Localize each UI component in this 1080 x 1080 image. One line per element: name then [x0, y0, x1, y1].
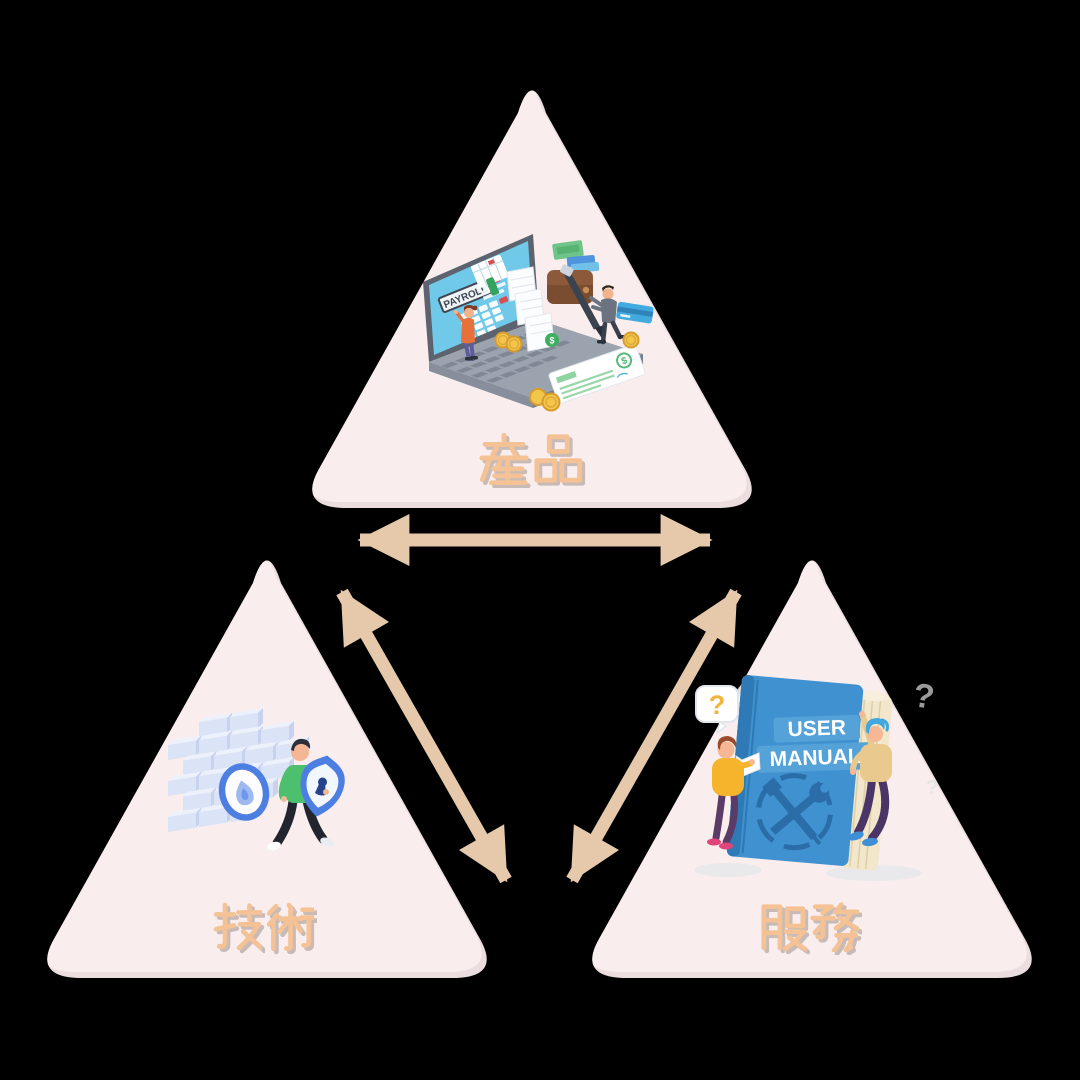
node-label-technology: 技術 [212, 902, 314, 952]
ground-shadow [826, 865, 922, 881]
receipt-icon [506, 266, 555, 352]
glyph-wu [810, 902, 859, 952]
shield-icon [300, 755, 345, 817]
person-left-figure: ? [695, 685, 761, 850]
businessman-pen-figure [560, 264, 627, 345]
glyph-pin [534, 434, 583, 483]
faint-question-mark: ? [926, 777, 938, 799]
tools-emblem-icon [755, 773, 833, 851]
glyph-fu [761, 904, 807, 952]
svg-text:$: $ [549, 336, 554, 346]
firewall-illustration [168, 707, 345, 851]
glyph-shu [266, 902, 314, 952]
payroll-illustration: PAYROLL [423, 234, 654, 412]
node-label-product: 產品 [478, 433, 584, 485]
node-label-service: 服務 [757, 902, 859, 952]
woman-figure [454, 305, 478, 361]
svg-text:?: ? [709, 690, 726, 720]
dollar-badge-icon: $ [545, 333, 559, 347]
glyph-ji [213, 902, 262, 951]
man-with-shield-figure [267, 738, 345, 851]
faint-question-mark: ? [911, 676, 937, 717]
user-manual-illustration: ? ? ? USER MANUAL [694, 673, 938, 881]
svg-text:$: $ [620, 355, 629, 367]
wallet-money-icon [547, 240, 600, 304]
person-right-figure [848, 711, 892, 847]
glyph-chan [479, 433, 529, 485]
check-icon: $ [548, 344, 646, 404]
question-speech-bubble: ? [695, 685, 739, 735]
coins-icon [494, 331, 640, 412]
manual-title-line1: USER [787, 716, 846, 741]
manual-title-line2: MANUAL [769, 745, 861, 771]
ground-shadow [694, 863, 762, 877]
flame-badge-icon [218, 763, 270, 821]
credit-card-icon [616, 301, 654, 324]
